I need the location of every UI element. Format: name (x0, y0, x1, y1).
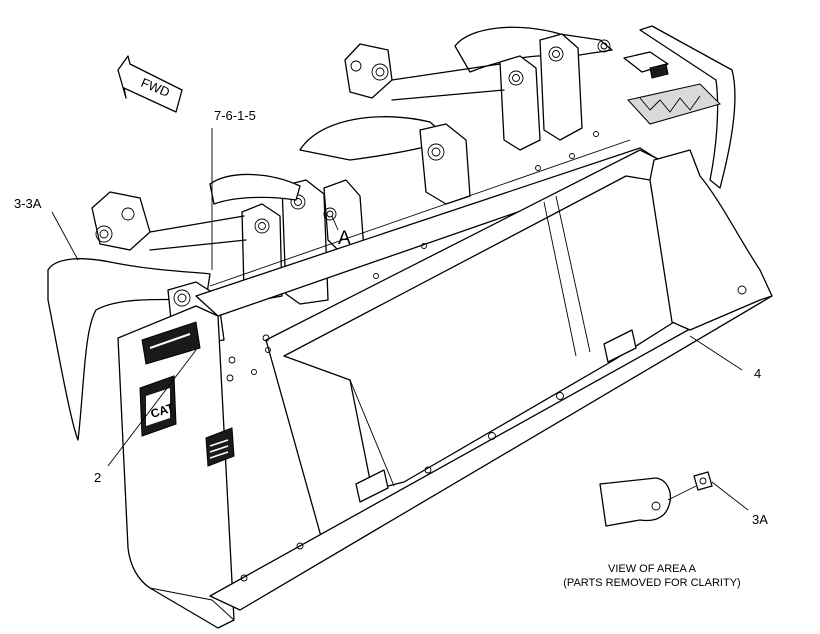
fwd-arrow-icon: FWD (117, 55, 183, 113)
callout-2: 2 (94, 470, 101, 485)
view-caption-line1: VIEW OF AREA A (608, 563, 697, 575)
warning-decal (205, 427, 235, 467)
cat-logo-icon: CAT (139, 375, 177, 437)
area-a-detail-view (599, 471, 713, 527)
callout-4: 4 (754, 366, 761, 381)
callout-3a: 3A (752, 512, 768, 527)
leader-lines (51, 128, 749, 511)
callout-7-6-1-5: 7-6-1-5 (214, 108, 256, 123)
callout-3-3a: 3-3A (14, 196, 42, 211)
grapple-link (209, 116, 471, 205)
bolt-icon (141, 321, 201, 365)
callout-area-a: A (338, 228, 351, 249)
rear-grapple-arm (344, 26, 613, 151)
bucket-body (117, 25, 773, 629)
view-caption-line2: (PARTS REMOVED FOR CLARITY) (563, 577, 740, 589)
